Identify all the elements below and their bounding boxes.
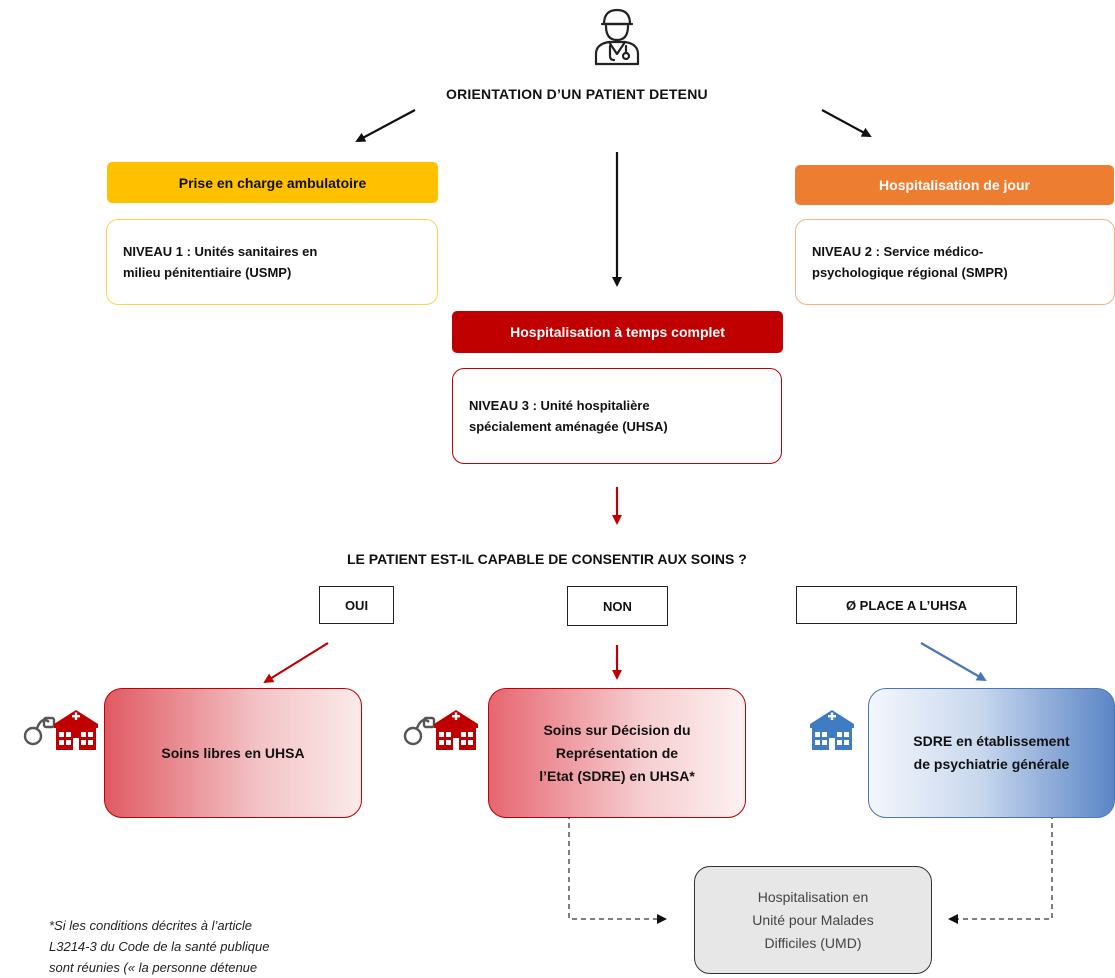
header-hospitalisation-jour: Hospitalisation de jour xyxy=(795,165,1114,205)
care-sdre-uhsa-line2: Représentation de xyxy=(555,744,679,761)
footnote-line2: L3214-3 du Code de la santé publique xyxy=(49,939,270,954)
header-ambulatoire: Prise en charge ambulatoire xyxy=(107,162,438,203)
care-soins-libres: Soins libres en UHSA xyxy=(104,688,362,818)
footnote: *Si les conditions décrites à l’article … xyxy=(49,915,379,978)
level-1-line1: NIVEAU 1 : Unités sanitaires en xyxy=(123,244,318,259)
level-1-line2: milieu pénitentiaire (USMP) xyxy=(123,265,292,280)
umd-line2: Unité pour Malades xyxy=(752,911,874,928)
umd-line1: Hospitalisation en xyxy=(757,888,869,905)
level-3-line2: spécialement aménagée (UHSA) xyxy=(469,419,668,434)
answer-oui: OUI xyxy=(319,586,394,624)
level-2-line2: psychologique régional (SMPR) xyxy=(812,265,1008,280)
care-sdre-uhsa-line1: Soins sur Décision du xyxy=(543,721,691,738)
footnote-line1: *Si les conditions décrites à l’article xyxy=(49,918,253,933)
answer-non: NON xyxy=(567,586,668,626)
footnote-line3: sont réunies (« la personne détenue xyxy=(49,960,258,975)
header-temps-complet: Hospitalisation à temps complet xyxy=(452,311,783,353)
consent-question: LE PATIENT EST-IL CAPABLE DE CONSENTIR A… xyxy=(347,551,747,567)
hospital-icon xyxy=(810,710,854,750)
answer-no-place: Ø PLACE A L’UHSA xyxy=(796,586,1017,624)
care-soins-libres-label: Soins libres en UHSA xyxy=(161,744,305,761)
care-general-line1: SDRE en établissement xyxy=(913,733,1070,749)
care-sdre-uhsa: Soins sur Décision du Représentation de … xyxy=(488,688,746,818)
hospital-icon xyxy=(434,710,478,750)
care-sdre-uhsa-line3: l’Etat (SDRE) en UHSA* xyxy=(539,767,695,784)
umd-box: Hospitalisation en Unité pour Malades Di… xyxy=(694,866,932,974)
arrow-general-to-umd xyxy=(948,760,1053,924)
level-1-box: NIVEAU 1 : Unités sanitaires en milieu pé… xyxy=(106,219,438,305)
level-3-line1: NIVEAU 3 : Unité hospitalière xyxy=(469,398,650,413)
handcuffs-icon xyxy=(23,716,56,746)
level-2-line1: NIVEAU 2 : Service médico- xyxy=(812,244,984,259)
care-sdre-psychiatrie-generale: SDRE en établissement de psychiatrie gén… xyxy=(868,688,1115,818)
hospital-icon xyxy=(54,710,98,750)
umd-line3: Difficiles (UMD) xyxy=(764,934,862,951)
care-general-line2: de psychiatrie générale xyxy=(913,756,1070,772)
arrow-to-jour xyxy=(821,109,872,137)
doctor-icon xyxy=(594,8,640,66)
arrow-to-ambulatoire xyxy=(355,109,416,142)
arrow-oui xyxy=(263,642,329,684)
level-2-box: NIVEAU 2 : Service médico-psychologique … xyxy=(795,219,1115,305)
diagram-title: ORIENTATION D’UN PATIENT DETENU xyxy=(446,86,708,102)
arrow-place xyxy=(920,642,987,682)
level-3-box: NIVEAU 3 : Unité hospitalière spécialemen… xyxy=(452,368,782,464)
handcuffs-icon xyxy=(403,716,436,746)
